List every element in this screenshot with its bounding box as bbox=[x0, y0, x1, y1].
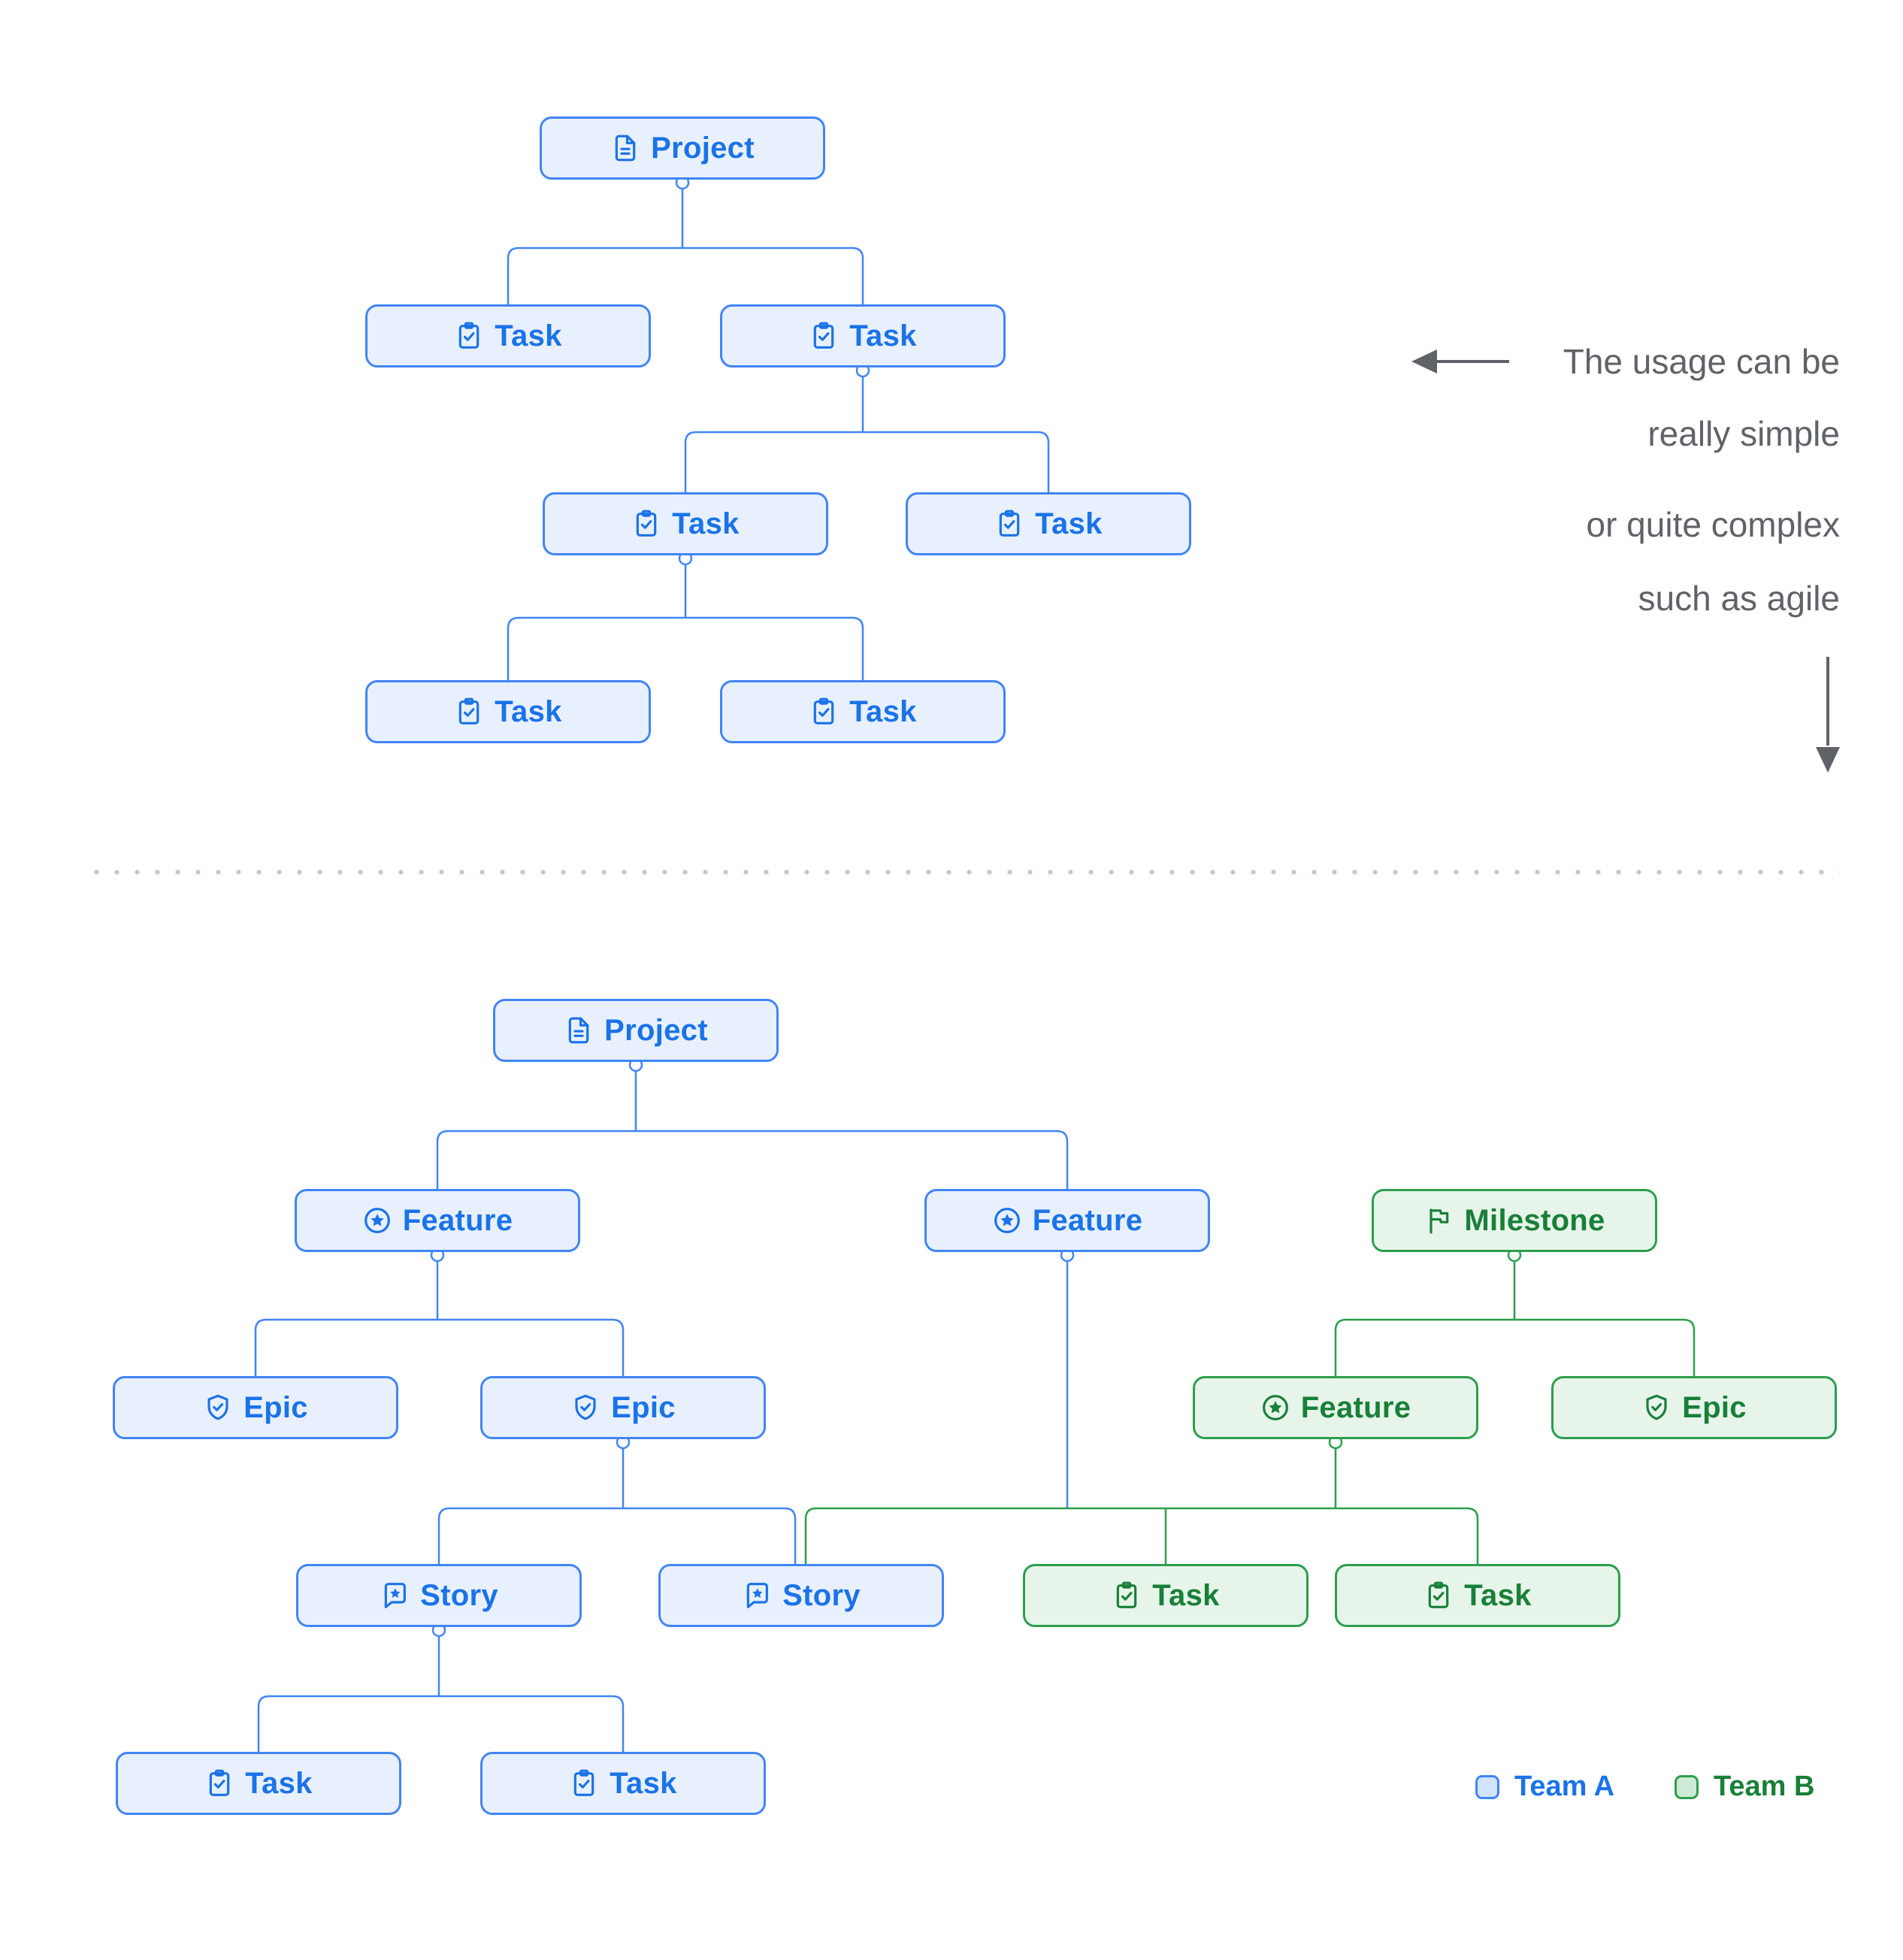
node-label: Feature bbox=[402, 1203, 513, 1237]
annotation-line: really simple bbox=[1647, 414, 1840, 453]
node-epic-2[interactable]: Epic bbox=[480, 1376, 766, 1439]
node-label: Task bbox=[495, 319, 562, 352]
legend-team-b-label: Team B bbox=[1714, 1771, 1815, 1802]
task-icon bbox=[454, 321, 484, 351]
node-label: Feature bbox=[1032, 1203, 1143, 1237]
epic-icon bbox=[203, 1393, 233, 1423]
legend-team-b: Team B bbox=[1675, 1771, 1814, 1803]
dotted-divider bbox=[86, 869, 1840, 876]
legend-team-a-label: Team A bbox=[1514, 1771, 1615, 1802]
node-label: Project bbox=[651, 131, 755, 165]
node-story-1[interactable]: Story bbox=[296, 1564, 582, 1627]
node-task-r3a[interactable]: Task bbox=[365, 680, 651, 743]
annotation-complex: or quite complex such as agile bbox=[1587, 488, 1841, 635]
task-icon bbox=[1112, 1580, 1142, 1611]
annotation-line: such as agile bbox=[1638, 579, 1841, 618]
node-label: Epic bbox=[1682, 1390, 1747, 1424]
node-label: Epic bbox=[244, 1390, 308, 1424]
task-icon bbox=[809, 697, 839, 727]
node-label: Story bbox=[782, 1578, 861, 1612]
task-icon bbox=[204, 1768, 234, 1798]
node-story-2[interactable]: Story bbox=[658, 1564, 944, 1627]
team-a-swatch-icon bbox=[1475, 1774, 1499, 1799]
node-feature-2[interactable]: Feature bbox=[924, 1189, 1210, 1252]
feature-icon bbox=[362, 1205, 392, 1236]
node-label: Task bbox=[245, 1766, 313, 1800]
node-label: Project bbox=[604, 1013, 708, 1047]
node-label: Task bbox=[672, 507, 740, 540]
node-epic-1[interactable]: Epic bbox=[113, 1376, 398, 1439]
node-task-b2[interactable]: Task bbox=[480, 1752, 766, 1815]
node-task-r1b[interactable]: Task bbox=[720, 304, 1006, 368]
task-icon bbox=[809, 321, 839, 351]
node-task-r2b[interactable]: Task bbox=[906, 492, 1191, 555]
task-icon bbox=[454, 697, 484, 727]
node-feature-1[interactable]: Feature bbox=[295, 1189, 580, 1252]
node-label: Task bbox=[610, 1766, 677, 1800]
annotation-line: The usage can be bbox=[1563, 342, 1840, 381]
annotation-line: or quite complex bbox=[1586, 505, 1841, 544]
annotation-simple: The usage can be really simple bbox=[1563, 325, 1840, 470]
node-task-r1a[interactable]: Task bbox=[365, 304, 651, 368]
node-label: Task bbox=[1152, 1578, 1220, 1612]
node-label: Task bbox=[849, 694, 917, 728]
feature-icon bbox=[992, 1205, 1022, 1236]
node-label: Task bbox=[1035, 507, 1103, 540]
node-label: Feature bbox=[1300, 1390, 1411, 1424]
project-icon bbox=[564, 1015, 594, 1045]
legend-team-a: Team A bbox=[1475, 1771, 1614, 1803]
feature-icon bbox=[1260, 1393, 1290, 1423]
node-project-complex[interactable]: Project bbox=[493, 999, 779, 1062]
epic-icon bbox=[570, 1393, 601, 1423]
node-feature-3[interactable]: Feature bbox=[1193, 1376, 1478, 1439]
node-label: Task bbox=[849, 319, 917, 352]
task-icon bbox=[994, 509, 1024, 539]
node-task-r3b[interactable]: Task bbox=[720, 680, 1006, 743]
project-icon bbox=[610, 133, 640, 163]
node-task-g1[interactable]: Task bbox=[1023, 1564, 1309, 1627]
task-icon bbox=[631, 509, 661, 539]
node-epic-3[interactable]: Epic bbox=[1551, 1376, 1837, 1439]
node-project-simple[interactable]: Project bbox=[540, 116, 825, 180]
story-icon bbox=[380, 1580, 410, 1611]
node-milestone[interactable]: Milestone bbox=[1372, 1189, 1657, 1252]
node-task-b1[interactable]: Task bbox=[116, 1752, 401, 1815]
node-label: Task bbox=[495, 694, 562, 728]
node-label: Task bbox=[1464, 1578, 1532, 1612]
node-task-g2[interactable]: Task bbox=[1335, 1564, 1620, 1627]
node-label: Milestone bbox=[1464, 1203, 1605, 1237]
milestone-icon bbox=[1423, 1205, 1454, 1236]
task-icon bbox=[1423, 1580, 1454, 1611]
down-arrow bbox=[1816, 657, 1840, 773]
epic-icon bbox=[1641, 1393, 1672, 1423]
node-task-r2a[interactable]: Task bbox=[543, 492, 828, 555]
left-arrow bbox=[1411, 349, 1509, 374]
node-label: Story bbox=[420, 1578, 498, 1612]
node-label: Epic bbox=[611, 1390, 676, 1424]
team-b-swatch-icon bbox=[1675, 1774, 1699, 1799]
task-icon bbox=[569, 1768, 599, 1798]
story-icon bbox=[742, 1580, 772, 1611]
